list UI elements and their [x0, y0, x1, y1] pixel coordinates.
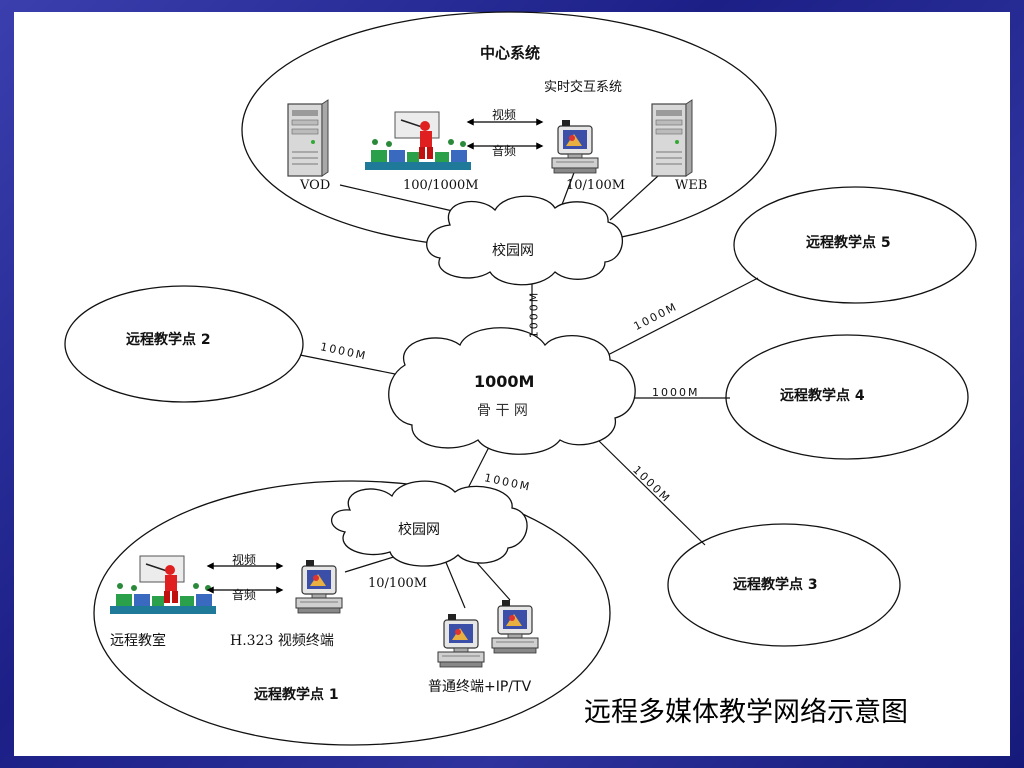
center-audio-label: 音频	[492, 144, 517, 158]
center-campus-net-label: 校园网	[492, 243, 534, 259]
terminal-icon-1	[437, 613, 485, 668]
site1-label: 远程教学点 1	[254, 687, 339, 703]
site3-label: 远程教学点 3	[733, 577, 818, 593]
remote-classroom-label: 远程教室	[110, 633, 166, 649]
backbone-speed-label: 1000M	[474, 372, 535, 391]
center-speed-10-100: 10/100M	[566, 178, 626, 193]
site1-video-label: 视频	[232, 553, 257, 567]
link-up-speed: 1000M	[527, 290, 541, 339]
terminal-icon-2	[491, 599, 539, 654]
web-label: WEB	[675, 178, 708, 193]
vod-label: VOD	[300, 178, 331, 193]
center-classroom-icon	[364, 111, 472, 171]
site2-label: 远程教学点 2	[126, 332, 211, 348]
realtime-terminal-icon	[551, 119, 599, 174]
realtime-system-label: 实时交互系统	[544, 80, 623, 95]
center-video-label: 视频	[492, 108, 517, 122]
diagram-caption: 远程多媒体教学网络示意图	[584, 697, 908, 728]
site1-audio-label: 音频	[232, 588, 257, 602]
h323-terminal-icon	[295, 559, 343, 614]
site5-label: 远程教学点 5	[806, 235, 891, 251]
backbone-name-label: 骨 干 网	[477, 403, 528, 419]
site4-label: 远程教学点 4	[780, 388, 865, 404]
h323-terminal-label: H.323 视频终端	[230, 633, 334, 649]
site1-campus-net-label: 校园网	[398, 522, 440, 538]
normal-terminal-label: 普通终端+IP/TV	[428, 679, 532, 695]
center-speed-100-1000: 100/1000M	[403, 178, 479, 193]
remote-classroom-icon	[109, 555, 217, 615]
link-right-speed: 1000M	[652, 386, 700, 399]
vod-server-icon	[287, 99, 329, 177]
web-server-icon	[651, 99, 693, 177]
center-system-title: 中心系统	[480, 44, 541, 62]
site1-speed-10-100: 10/100M	[368, 576, 428, 591]
